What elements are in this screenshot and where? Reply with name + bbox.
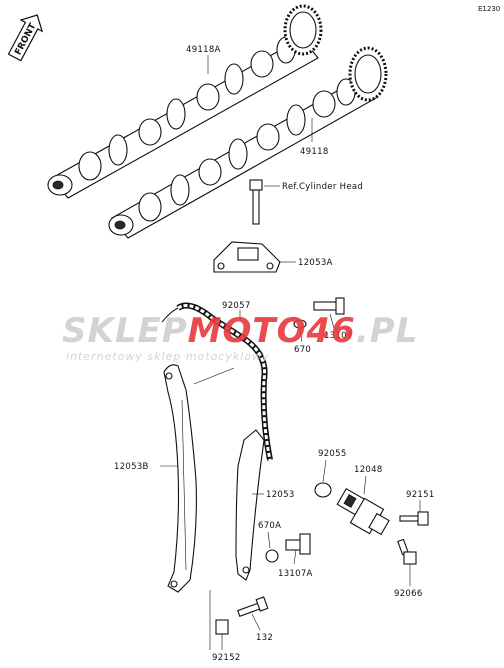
bolt-92151 (399, 511, 429, 526)
label-13107a: 13107A (278, 569, 313, 579)
chain-tensioner-12048 (336, 487, 390, 536)
camshaft-49118a (47, 4, 323, 199)
o-ring-92055 (314, 482, 332, 498)
label-92057: 92057 (222, 301, 251, 311)
label-12053b: 12053B (114, 462, 149, 472)
bolt-92066 (397, 538, 417, 565)
label-12053a: 12053A (298, 258, 333, 268)
chain-guide-12053 (235, 429, 265, 581)
label-92152: 92152 (212, 653, 241, 663)
label-92151: 92151 (406, 490, 435, 500)
label-12048: 12048 (354, 465, 383, 475)
label-13107: 13107 (324, 331, 353, 341)
label-92055: 92055 (318, 449, 347, 459)
label-92066: 92066 (394, 589, 423, 599)
bolt-13107 (313, 297, 345, 315)
label-12053: 12053 (266, 490, 295, 500)
cam-sprocket-upper (283, 4, 323, 56)
watermark-brand-right: MOTO46 (188, 311, 356, 351)
watermark-brand-left: SKLEP (62, 311, 188, 351)
label-ref-cylinder-head: Ref.Cylinder Head (282, 182, 363, 192)
chain-guide-12053a (213, 241, 281, 273)
collar-92152 (215, 619, 229, 635)
watermark-tagline: internetowy sklep motocyklowy (66, 350, 270, 363)
diagram-code: E1230 (478, 5, 500, 13)
o-ring-670a (265, 549, 279, 563)
label-670a: 670A (258, 521, 281, 531)
timing-chain-92057 (161, 302, 273, 461)
label-670: 670 (294, 345, 311, 355)
front-arrow-icon: FRONT (7, 14, 44, 62)
watermark: SKLEPMOTO46.PL internetowy sklep motocyk… (62, 311, 418, 363)
camshaft-49118 (108, 46, 388, 239)
label-132: 132 (256, 633, 273, 643)
label-49118a: 49118A (186, 45, 221, 55)
bolt-13107a (285, 533, 311, 555)
bolt-ref-cylinder-head (249, 179, 263, 225)
svg-text:SKLEPMOTO46.PL: SKLEPMOTO46.PL (62, 311, 418, 351)
watermark-brand-suffix: .PL (356, 311, 419, 351)
chain-guide-12053b (163, 364, 197, 593)
bolt-132 (237, 596, 269, 617)
cam-sprocket-lower (348, 46, 388, 102)
label-49118: 49118 (300, 147, 329, 157)
